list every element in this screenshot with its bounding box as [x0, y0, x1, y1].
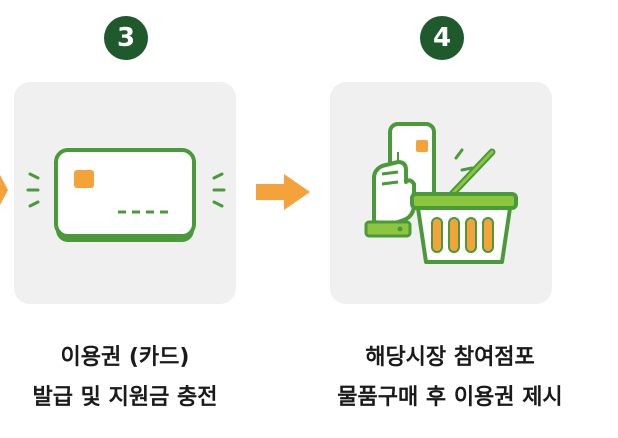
step-3-caption: 이용권 (카드) 발급 및 지원금 충전 — [0, 338, 250, 418]
previous-arrow-fragment — [0, 175, 8, 205]
step-3-caption-line2: 발급 및 지원금 충전 — [32, 385, 218, 410]
step-4-caption-line1: 해당시장 참여점포 — [365, 345, 535, 370]
hand-card-basket-icon — [364, 122, 518, 264]
step-3-number: 3 — [116, 23, 136, 53]
step-4-number: 4 — [432, 23, 452, 53]
step-4-badge: 4 — [420, 16, 464, 60]
step-4-caption-line2: 물품구매 후 이용권 제시 — [337, 385, 563, 410]
step-3-badge: 3 — [104, 16, 148, 60]
step-3-caption-line1: 이용권 (카드) — [60, 345, 190, 370]
card-icon — [26, 148, 226, 242]
step-4-caption: 해당시장 참여점포 물품구매 후 이용권 제시 — [300, 338, 600, 418]
arrow-right-icon — [256, 174, 310, 210]
